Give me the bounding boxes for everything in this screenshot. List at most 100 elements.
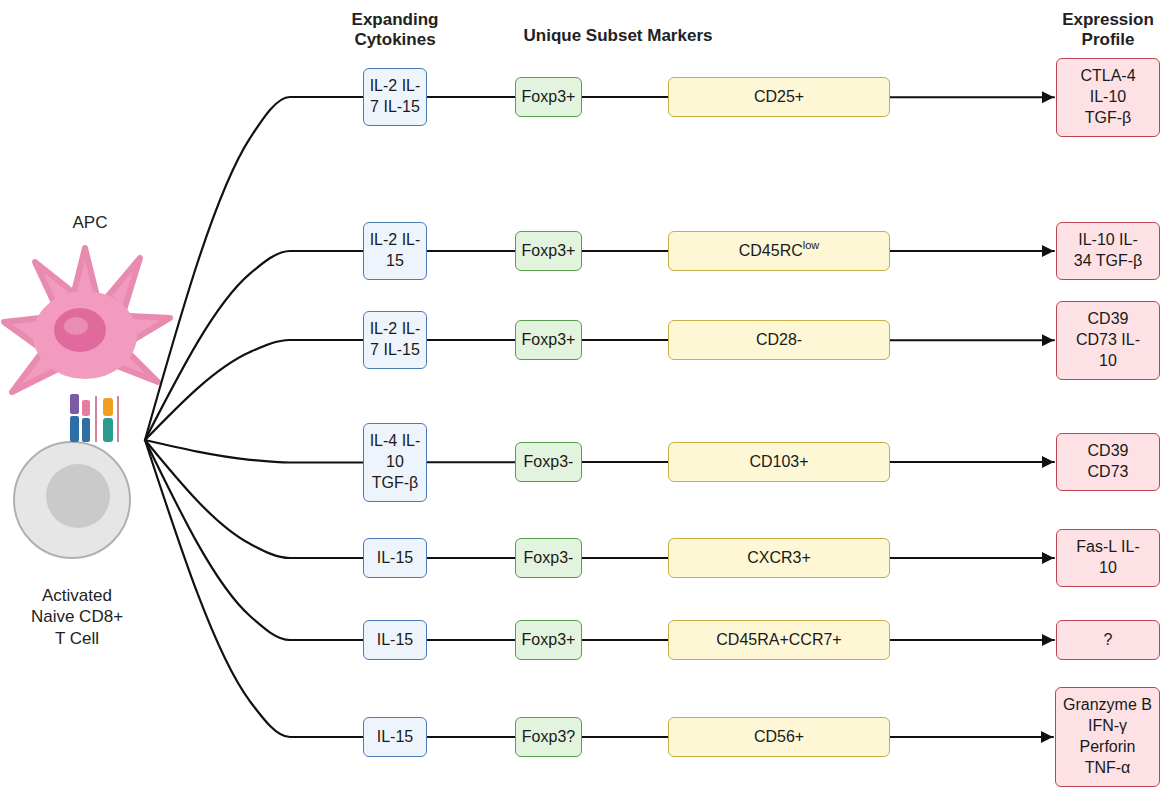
cytokine-box: IL-15 (363, 620, 427, 660)
connector (427, 461, 515, 463)
connector (145, 440, 363, 463)
text-holder: IL-10 IL-34 TGF-β (1073, 230, 1143, 272)
marker-box: CD25+ (668, 77, 890, 117)
text-holder: IL-2 IL-7 IL-15 (369, 76, 421, 118)
node-text: Foxp3- (524, 548, 574, 569)
marker-box: CD45RClow (668, 231, 890, 271)
text-holder: CD103+ (749, 452, 808, 473)
apc-nucleolus (64, 317, 88, 335)
text-holder: CD28- (756, 330, 802, 351)
foxp3-box: Foxp3+ (515, 231, 582, 271)
text-holder: IL-2 IL-7 IL-15 (369, 319, 421, 361)
connector (890, 96, 1054, 98)
node-text: ? (1073, 630, 1143, 651)
connector (890, 639, 1054, 641)
cytokine-box: IL-15 (363, 717, 427, 757)
t-cell-nucleus (46, 464, 110, 528)
node-text: Foxp3+ (522, 630, 576, 651)
node-text: CD45RA+CCR7+ (716, 631, 841, 648)
node-text: Foxp3? (522, 727, 575, 748)
text-holder: Granzyme B IFN-γ Perforin TNF-α (1061, 695, 1154, 778)
text-holder: CXCR3+ (747, 548, 811, 569)
node-text: CD28- (756, 331, 802, 348)
text-holder: IL-15 (369, 630, 421, 651)
connector (145, 97, 363, 440)
profile-box: Granzyme B IFN-γ Perforin TNF-α (1055, 687, 1160, 787)
node-text: CXCR3+ (747, 549, 811, 566)
node-text: IL-4 IL-10 TGF-β (369, 431, 421, 493)
profile-box: ? (1056, 620, 1160, 660)
cytokine-box: IL-2 IL-15 (363, 222, 427, 280)
node-text: CD103+ (749, 453, 808, 470)
node-text: Granzyme B IFN-γ Perforin TNF-α (1061, 695, 1154, 778)
text-holder: CD39 CD73 (1073, 441, 1143, 483)
connector (427, 736, 515, 738)
marker-box: CD103+ (668, 442, 890, 482)
costim (103, 398, 113, 416)
node-text: CTLA-4 IL-10 TGF-β (1073, 66, 1143, 128)
apc-illustration (4, 248, 170, 392)
connector (582, 557, 668, 559)
connector (890, 250, 1054, 252)
connector (427, 250, 515, 252)
text-holder: IL-15 (369, 548, 421, 569)
connector (582, 639, 668, 641)
connector (582, 250, 668, 252)
text-holder: CD25+ (754, 87, 804, 108)
profile-box: Fas-L IL-10 (1056, 529, 1160, 587)
text-holder: CD45RClow (739, 241, 820, 262)
text-holder: Foxp3? (522, 727, 575, 748)
text-holder: Fas-L IL-10 (1073, 537, 1143, 579)
marker-box: CD28- (668, 320, 890, 360)
column-header: Expanding Cytokines (335, 10, 455, 51)
profile-box: CTLA-4 IL-10 TGF-β (1056, 58, 1160, 137)
node-text: CD39 CD73 IL-10 (1073, 309, 1143, 371)
text-holder: Foxp3- (524, 548, 574, 569)
node-text: APC (25, 212, 155, 233)
connector (890, 461, 1054, 463)
foxp3-box: Foxp3+ (515, 77, 582, 117)
foxp3-box: Foxp3- (515, 442, 582, 482)
column-header: Expression Profile (1053, 10, 1163, 51)
text-holder: Activated Naive CD8+ T Cell (25, 585, 129, 649)
node-text: CD25+ (754, 88, 804, 105)
node-text: Foxp3+ (522, 330, 576, 351)
receptors (70, 394, 118, 442)
cytokine-box: IL-15 (363, 538, 427, 578)
node-text: CD56+ (754, 728, 804, 745)
foxp3-box: Foxp3+ (515, 320, 582, 360)
connector (145, 440, 363, 737)
connector (582, 339, 668, 341)
profile-box: CD39 CD73 IL-10 (1056, 301, 1160, 380)
text-holder: CTLA-4 IL-10 TGF-β (1073, 66, 1143, 128)
apc-body (33, 291, 137, 379)
node-text: IL-15 (369, 727, 421, 748)
foxp3-box: Foxp3- (515, 538, 582, 578)
node-text: Fas-L IL-10 (1073, 537, 1143, 579)
text-holder: CD39 CD73 IL-10 (1073, 309, 1143, 371)
connector (145, 340, 363, 440)
text-holder: ? (1073, 630, 1143, 651)
node-text: Foxp3- (524, 452, 574, 473)
connector (582, 96, 668, 98)
apc-cell: APC (25, 212, 155, 422)
tcr (70, 416, 79, 442)
superscript: low (803, 239, 820, 251)
marker-box: CD45RA+CCR7+ (668, 620, 890, 660)
text-holder: Foxp3- (524, 452, 574, 473)
node-text: Activated Naive CD8+ T Cell (25, 585, 129, 649)
text-holder: CD56+ (754, 727, 804, 748)
tether (95, 396, 97, 442)
text-holder: APC (25, 212, 155, 233)
cytokine-box: IL-2 IL-7 IL-15 (363, 68, 427, 126)
connector (145, 251, 363, 440)
foxp3-box: Foxp3? (515, 717, 582, 757)
node-text: IL-15 (369, 548, 421, 569)
connector (890, 736, 1053, 738)
cytokine-box: IL-4 IL-10 TGF-β (363, 423, 427, 502)
text-holder: IL-15 (369, 727, 421, 748)
connector (427, 639, 515, 641)
node-text: IL-10 IL-34 TGF-β (1073, 230, 1143, 272)
